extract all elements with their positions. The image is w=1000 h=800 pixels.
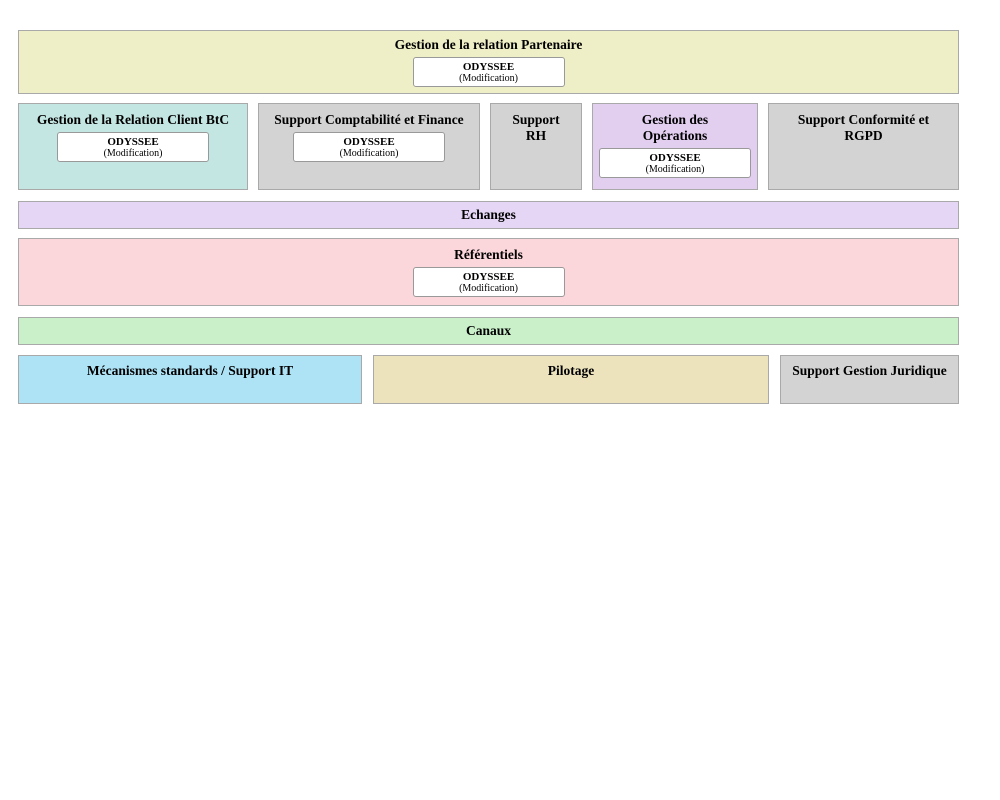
block-gestion-relation-client-btc: Gestion de la Relation Client BtC ODYSSE… <box>18 103 248 190</box>
app-qualifier: (Modification) <box>645 163 705 175</box>
block-title-mecanismes: Mécanismes standards / Support IT <box>86 363 294 378</box>
block-title-client-btc: Gestion de la Relation Client BtC <box>36 112 230 127</box>
block-echanges: Echanges <box>18 201 959 229</box>
block-support-conformite-rgpd: Support Conformité et RGPD <box>768 103 959 190</box>
block-support-gestion-juridique: Support Gestion Juridique <box>780 355 959 404</box>
odyssee-app-box: ODYSSEE (Modification) <box>412 267 565 297</box>
app-qualifier: (Modification) <box>459 72 518 84</box>
app-qualifier: (Modification) <box>103 147 163 159</box>
block-title-partenaire: Gestion de la relation Partenaire <box>394 37 583 52</box>
odyssee-app-box: ODYSSEE (Modification) <box>293 132 445 162</box>
odyssee-app-box: ODYSSEE (Modification) <box>599 148 751 178</box>
app-name: ODYSSEE <box>649 151 701 164</box>
block-title-rgpd: Support Conformité et RGPD <box>797 112 930 143</box>
block-support-comptabilite-finance: Support Comptabilité et Finance ODYSSEE … <box>258 103 480 190</box>
app-qualifier: (Modification) <box>459 282 518 294</box>
block-title-canaux: Canaux <box>465 323 511 338</box>
app-qualifier: (Modification) <box>339 147 399 159</box>
block-pilotage: Pilotage <box>373 355 769 404</box>
row-business-domains: Gestion de la Relation Client BtC ODYSSE… <box>18 103 959 190</box>
block-title-echanges: Echanges <box>461 207 516 222</box>
row-transverse-supports: Mécanismes standards / Support IT Pilota… <box>18 355 959 404</box>
block-referentiels: Référentiels ODYSSEE (Modification) <box>18 238 959 306</box>
app-name: ODYSSEE <box>462 60 515 73</box>
odyssee-app-box: ODYSSEE (Modification) <box>412 57 565 87</box>
block-mecanismes-standards-support-it: Mécanismes standards / Support IT <box>18 355 362 404</box>
block-title-operations: Gestion des Opérations <box>641 112 709 143</box>
block-title-comptabilite: Support Comptabilité et Finance <box>274 112 464 127</box>
block-gestion-relation-partenaire: Gestion de la relation Partenaire ODYSSE… <box>18 30 959 94</box>
app-name: ODYSSEE <box>107 135 159 148</box>
app-name: ODYSSEE <box>343 135 395 148</box>
app-name: ODYSSEE <box>462 270 515 283</box>
block-support-rh: Support RH <box>490 103 582 190</box>
block-title-pilotage: Pilotage <box>547 363 595 378</box>
block-title-juridique: Support Gestion Juridique <box>792 363 947 378</box>
block-title-rh: Support RH <box>512 112 560 143</box>
block-canaux: Canaux <box>18 317 959 345</box>
block-gestion-operations: Gestion des Opérations ODYSSEE (Modifica… <box>592 103 758 190</box>
block-title-referentiels: Référentiels <box>454 247 523 262</box>
odyssee-app-box: ODYSSEE (Modification) <box>57 132 209 162</box>
